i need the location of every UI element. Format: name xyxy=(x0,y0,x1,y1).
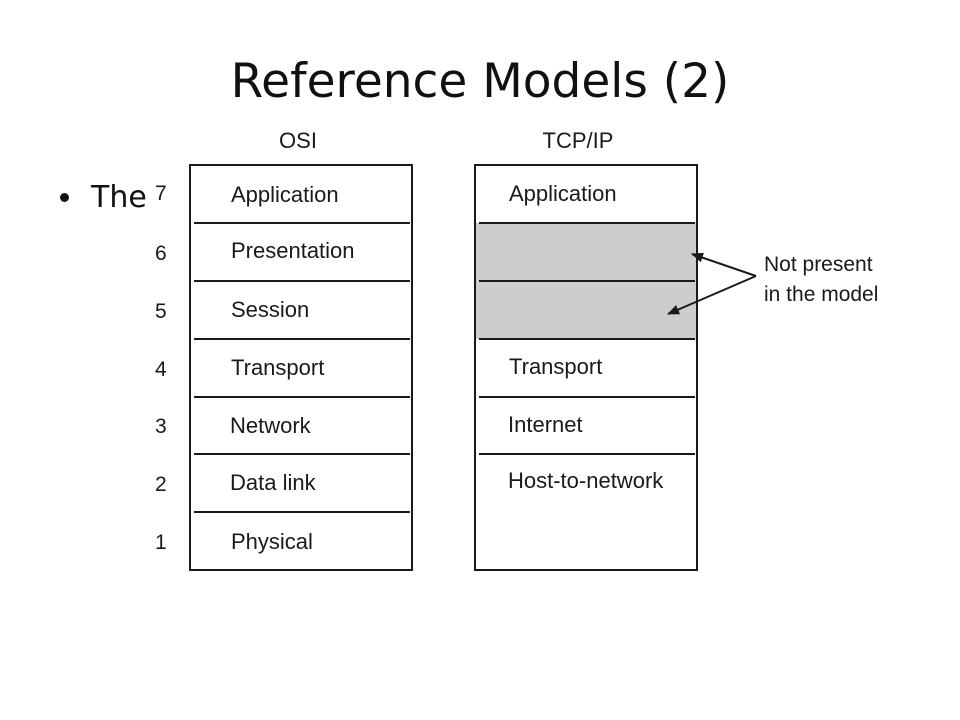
tcpip-layer-label: Host-to-network xyxy=(508,468,664,493)
tcpip-layer-label: Internet xyxy=(508,412,583,437)
tcpip-layer-label: Application xyxy=(509,181,617,206)
annotation-arrow-icon xyxy=(667,275,757,315)
bullet-item: The xyxy=(60,180,147,215)
osi-column-title: OSI xyxy=(279,128,317,153)
annotation-line: in the model xyxy=(764,283,878,306)
osi-layer-label: Session xyxy=(231,297,309,322)
osi-layer-number: 6 xyxy=(155,242,167,265)
bullet-dot-icon xyxy=(60,193,69,202)
osi-layer-label: Transport xyxy=(231,355,324,380)
tcpip-stack: Application Transport Internet Host-to-n… xyxy=(474,164,698,571)
osi-layer-number: 2 xyxy=(155,473,167,496)
bullet-text: The xyxy=(91,180,147,215)
osi-layer-label: Application xyxy=(231,182,339,207)
tcpip-column-title: TCP/IP xyxy=(543,128,614,153)
tcpip-stack-border xyxy=(474,164,698,571)
osi-layer-number: 7 xyxy=(155,182,167,205)
osi-layer-label: Data link xyxy=(230,470,317,495)
tcpip-layer-label: Transport xyxy=(509,354,602,379)
osi-layer-number: 3 xyxy=(155,415,167,438)
osi-layer-label: Network xyxy=(230,413,312,438)
not-present-annotation: Not present in the model xyxy=(667,252,878,315)
osi-layer-number: 1 xyxy=(155,531,167,554)
osi-layer-label: Physical xyxy=(231,529,313,554)
osi-layer-number: 4 xyxy=(155,358,167,381)
osi-layer-label: Presentation xyxy=(231,238,355,263)
annotation-line: Not present xyxy=(764,253,873,276)
osi-stack-border xyxy=(189,164,413,571)
osi-layer-number: 5 xyxy=(155,300,167,323)
annotation-arrow-icon xyxy=(691,252,757,277)
osi-stack: 7 Application 6 Presentation 5 Session 4… xyxy=(155,164,413,571)
slide-title: Reference Models (2) xyxy=(230,54,730,109)
